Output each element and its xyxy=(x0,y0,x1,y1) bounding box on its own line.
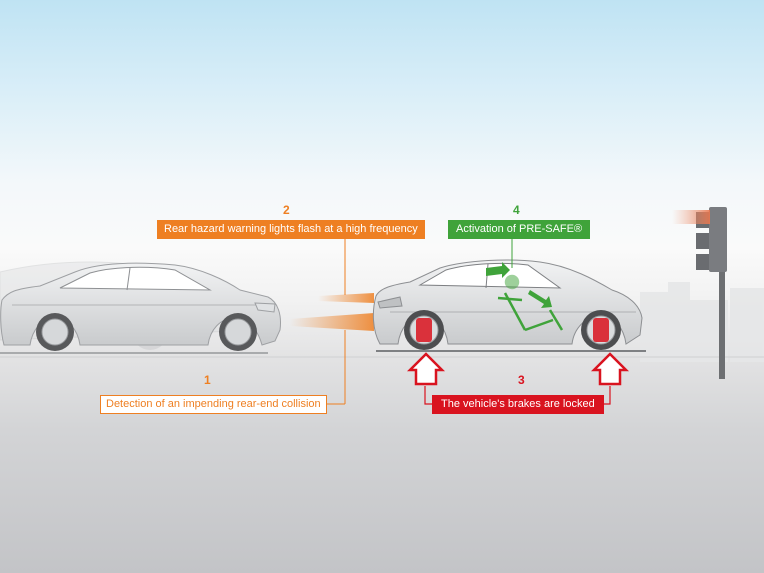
step-2-number: 2 xyxy=(283,203,290,217)
pre-safe-occupant-icon xyxy=(497,274,564,332)
traffic-light-icon xyxy=(672,207,727,379)
hazard-flash-rays xyxy=(290,293,374,331)
step-4-label: Activation of PRE-SAFE® xyxy=(448,220,591,239)
front-car xyxy=(372,259,643,350)
leader-lines-red xyxy=(424,386,611,405)
seat-cushion-arrow xyxy=(528,290,552,308)
step-1-label: Detection of an impending rear-end colli… xyxy=(100,395,327,414)
city-skyline xyxy=(640,282,764,362)
rear-car xyxy=(0,262,281,351)
step-4-number: 4 xyxy=(513,203,520,217)
brake-arrow-rear xyxy=(406,352,446,386)
step-2-label: Rear hazard warning lights flash at a hi… xyxy=(157,220,425,239)
step-3-number: 3 xyxy=(518,373,525,387)
step-1-number: 1 xyxy=(204,373,211,387)
seat-adjust-arrow xyxy=(486,262,510,278)
step-3-label: The vehicle's brakes are locked xyxy=(432,395,604,414)
brake-arrow-front xyxy=(590,352,630,386)
front-brake-caliper xyxy=(416,318,609,342)
